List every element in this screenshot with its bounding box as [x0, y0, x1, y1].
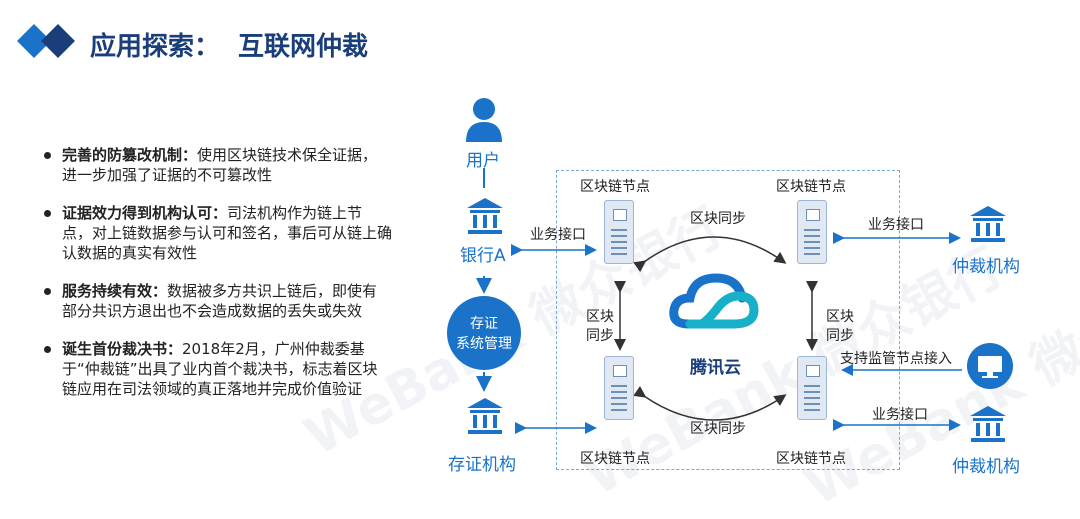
sync-right-label-2: 同步 — [826, 328, 854, 344]
blockchain-node-server-icon — [604, 200, 634, 264]
bullet-heading: 服务持续有效： — [62, 282, 168, 300]
list-item: 服务持续有效：数据被多方共识上链后，即使有部分共识方退出也不会造成数据的丢失或失… — [42, 281, 392, 321]
blockchain-node-server-icon — [604, 356, 634, 420]
bullet-heading: 证据效力得到机构认可： — [62, 204, 228, 222]
list-item: 诞生首份裁决书：2018年2月，广州仲裁委基于“仲裁链”出具了业内首个裁决书，标… — [42, 339, 392, 399]
arbitration-org-icon — [970, 206, 1006, 242]
bullet-text: 使用区块链技术保全证据，进一步加强了证据的不可篡改性 — [62, 146, 378, 184]
list-item: 证据效力得到机构认可：司法机构作为链上节点，对上链数据参与认可和签名，事后可从链… — [42, 203, 392, 263]
notary-system-label-1: 存证 — [470, 316, 498, 332]
biz-interface-right-bottom-label: 业务接口 — [872, 407, 928, 423]
consortium-boundary — [556, 170, 900, 470]
page-title-main: 应用探索： — [90, 32, 221, 62]
bullet-text: 数据被多方共识上链后，即使有部分共识方退出也不会造成数据的丢失或失效 — [62, 282, 378, 320]
user-icon — [466, 98, 502, 142]
monitor-icon — [967, 343, 1013, 389]
page-title-sub: 互联网仲裁 — [238, 32, 369, 62]
bullet-heading: 完善的防篡改机制： — [62, 146, 198, 164]
notary-org-label: 存证机构 — [448, 455, 516, 475]
page-title: 应用探索： 互联网仲裁 — [90, 26, 368, 63]
node-label-br: 区块链节点 — [776, 451, 846, 467]
sync-top-label: 区块同步 — [690, 211, 746, 227]
sync-left-label-2: 同步 — [586, 328, 614, 344]
sync-left-label-1: 区块 — [586, 309, 614, 325]
biz-interface-left-label: 业务接口 — [530, 227, 586, 243]
node-label-bl: 区块链节点 — [580, 451, 650, 467]
blockchain-node-server-icon — [797, 200, 827, 264]
arbitration-org-bottom-label: 仲裁机构 — [952, 457, 1020, 477]
feature-list: 完善的防篡改机制：使用区块链技术保全证据，进一步加强了证据的不可篡改性 证据效力… — [42, 145, 392, 417]
tencent-cloud-label: 腾讯云 — [690, 358, 741, 378]
arbitration-org-top-label: 仲裁机构 — [952, 257, 1020, 277]
tencent-cloud-logo-icon — [669, 273, 759, 329]
sync-right-label-1: 区块 — [826, 309, 854, 325]
biz-interface-right-top-label: 业务接口 — [868, 217, 924, 233]
diagram-connectors — [476, 168, 962, 434]
supervise-label: 支持监管节点接入 — [840, 351, 952, 367]
node-label-tr: 区块链节点 — [776, 179, 846, 195]
notary-system-node: 存证 系统管理 — [447, 296, 521, 370]
blockchain-node-server-icon — [797, 356, 827, 420]
bank-icon — [467, 198, 503, 234]
sync-top-curve — [633, 236, 787, 273]
notary-org-icon — [467, 398, 503, 434]
user-label: 用户 — [466, 151, 500, 171]
notary-system-label-2: 系统管理 — [456, 336, 512, 352]
bullet-text: 司法机构作为链上节点，对上链数据参与认可和签名，事后可从链上确认数据的真实有效性 — [62, 204, 393, 262]
list-item: 完善的防篡改机制：使用区块链技术保全证据，进一步加强了证据的不可篡改性 — [42, 145, 392, 185]
arbitration-org-icon — [970, 406, 1006, 442]
node-label-tl: 区块链节点 — [580, 179, 650, 195]
sync-bottom-curve — [633, 385, 787, 421]
bullet-heading: 诞生首份裁决书： — [62, 340, 183, 358]
bullet-text: 2018年2月，广州仲裁委基于“仲裁链”出具了业内首个裁决书，标志着区块链应用在… — [62, 340, 378, 398]
sync-bottom-label: 区块同步 — [690, 421, 746, 437]
bank-label: 银行A — [460, 246, 506, 266]
